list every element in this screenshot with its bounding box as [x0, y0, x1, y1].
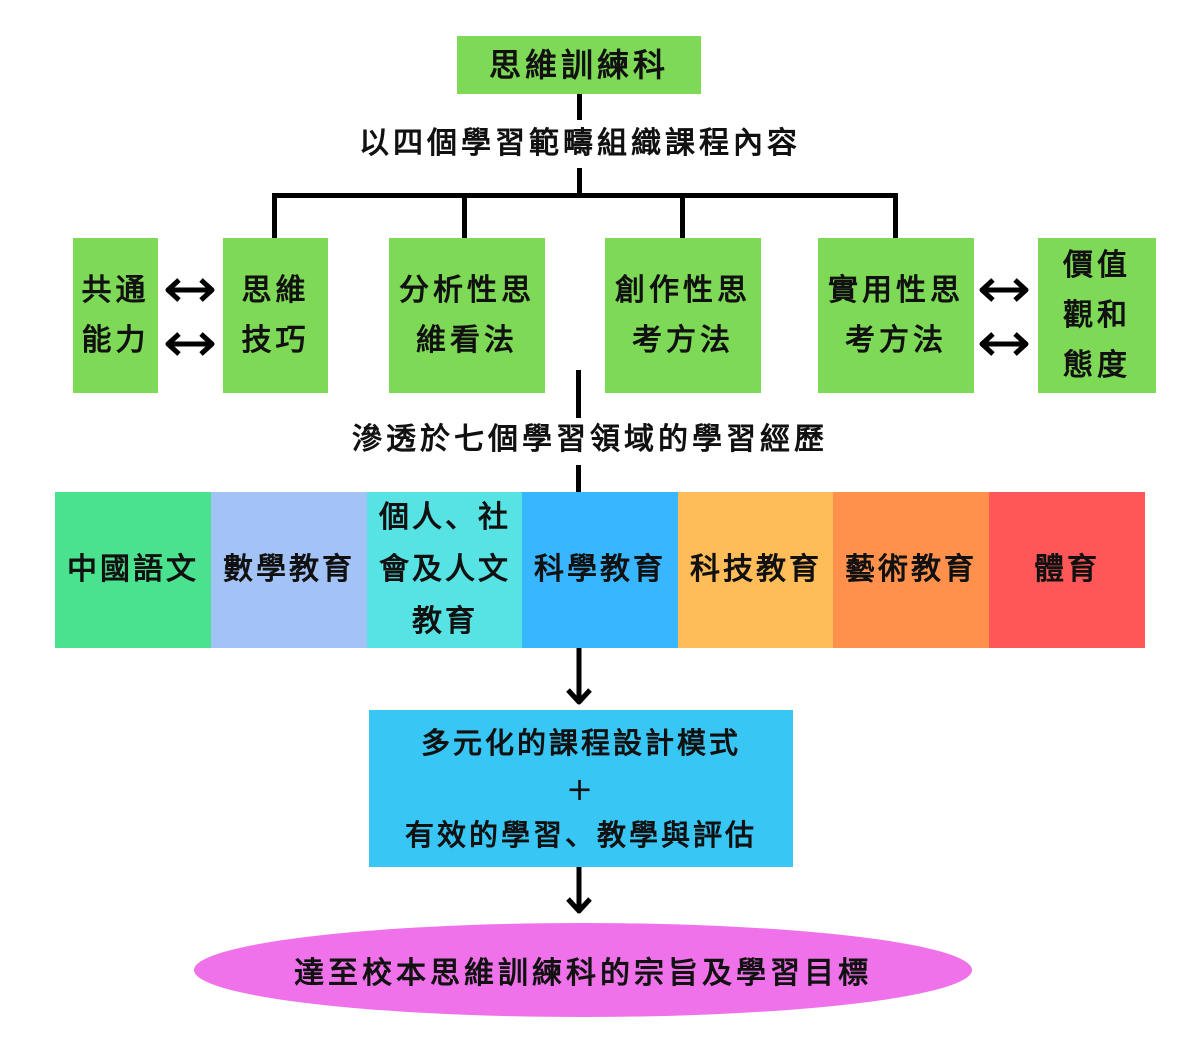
subject-pe: 體育	[989, 492, 1145, 648]
connector-caption-down	[577, 168, 582, 196]
side-box-common-abilities: 共通 能力	[73, 238, 158, 393]
subject-chinese: 中國語文	[55, 492, 211, 648]
double-arrow-icon	[165, 332, 215, 356]
caption-middle: 滲透於七個學習領域的學習經歷	[330, 418, 850, 462]
subject-pshe: 個人、社 會及人文 教育	[367, 492, 523, 648]
design-plus: +	[566, 769, 596, 808]
connector-middle-bottom	[576, 465, 581, 492]
subject-technology: 科技教育	[678, 492, 834, 648]
domain-box-analytical: 分析性思 維看法	[389, 238, 545, 393]
arrow-down-icon	[566, 867, 592, 914]
domain-box-thinking-skills: 思維 技巧	[223, 238, 328, 393]
branch-1	[272, 193, 277, 239]
branch-2	[462, 193, 467, 239]
goal-ellipse: 達至校本思維訓練科的宗旨及學習目標	[194, 923, 972, 1017]
branch-bar	[272, 193, 898, 198]
title-text: 思維訓練科	[488, 46, 669, 84]
connector-middle-top	[576, 370, 581, 418]
double-arrow-icon	[979, 278, 1029, 302]
goal-text: 達至校本思維訓練科的宗旨及學習目標	[294, 956, 872, 991]
design-line-2: 有效的學習、教學與評估	[404, 817, 757, 852]
side-box-values-attitudes: 價值 觀和 態度	[1038, 238, 1156, 393]
branch-4	[893, 193, 898, 239]
connector-title-down	[577, 94, 582, 120]
design-line-1: 多元化的課程設計模式	[420, 725, 741, 760]
domain-box-practical: 實用性思 考方法	[818, 238, 974, 393]
design-box: 多元化的課程設計模式 + 有效的學習、教學與評估	[369, 710, 793, 867]
arrow-down-icon	[566, 648, 592, 705]
branch-3	[680, 193, 685, 239]
subject-science: 科學教育	[522, 492, 678, 648]
double-arrow-icon	[165, 278, 215, 302]
caption-top: 以四個學習範疇組織課程內容	[330, 122, 830, 166]
title-box: 思維訓練科	[457, 36, 701, 94]
double-arrow-icon	[979, 332, 1029, 356]
subject-math: 數學教育	[211, 492, 367, 648]
domain-box-creative: 創作性思 考方法	[605, 238, 761, 393]
subject-arts: 藝術教育	[833, 492, 989, 648]
